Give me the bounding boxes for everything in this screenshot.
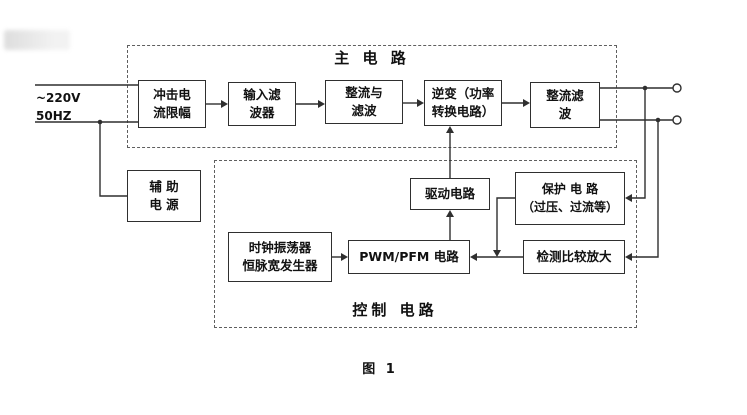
feedback-wire-to-protection xyxy=(625,85,648,202)
block-input-filter: 输入滤 波器 xyxy=(228,82,296,126)
aux-power-wire xyxy=(97,119,127,197)
feedback-wire-to-detector xyxy=(625,117,661,261)
control-circuit-section-box xyxy=(214,160,637,328)
watermark xyxy=(4,30,70,50)
output-terminal-top xyxy=(672,83,682,93)
block-rectify-and-filter: 整流与 滤波 xyxy=(325,80,403,124)
arrow-drive-to-inverter-icon xyxy=(446,126,454,178)
block-drive-circuit: 驱动电路 xyxy=(410,178,490,210)
arrow-inrush-to-filter-icon xyxy=(206,100,228,108)
block-detect-compare-amplifier: 检测比较放大 xyxy=(523,240,625,274)
block-auxiliary-power: 辅 助 电 源 xyxy=(127,170,201,222)
main-circuit-label: 主 电 路 xyxy=(334,49,410,67)
ac-input-wires xyxy=(35,84,138,123)
arrow-rectifier-to-inverter-icon xyxy=(403,99,424,107)
block-inverter-power-conversion: 逆变（功率 转换电路） xyxy=(424,80,502,126)
block-protection-circuit: 保护 电 路 （过压、过流等） xyxy=(515,172,625,225)
arrow-detector-to-pwm-icon xyxy=(470,253,523,261)
dc-output-wires xyxy=(600,83,682,125)
block-pwm-pfm-circuit: PWM/PFM 电路 xyxy=(348,240,470,274)
ac-input-label: ~220V 50HZ xyxy=(36,91,81,123)
arrow-inverter-to-outrect-icon xyxy=(502,99,530,107)
output-terminal-bottom xyxy=(672,115,682,125)
block-inrush-current-limiter: 冲击电 流限幅 xyxy=(138,80,206,128)
main-circuit-section-box xyxy=(127,45,617,148)
block-clock-oscillator: 时钟振荡器 恒脉宽发生器 xyxy=(228,232,332,282)
arrow-protection-to-pwm-icon xyxy=(493,197,515,257)
block-output-rectify-filter: 整流滤 波 xyxy=(530,82,600,128)
arrow-clock-to-pwm-icon xyxy=(332,253,348,261)
figure-caption: 图 1 xyxy=(362,362,398,377)
arrow-filter-to-rectifier-icon xyxy=(296,100,325,108)
control-circuit-label: 控制 电路 xyxy=(352,301,438,319)
arrow-pwm-to-drive-icon xyxy=(446,210,454,240)
